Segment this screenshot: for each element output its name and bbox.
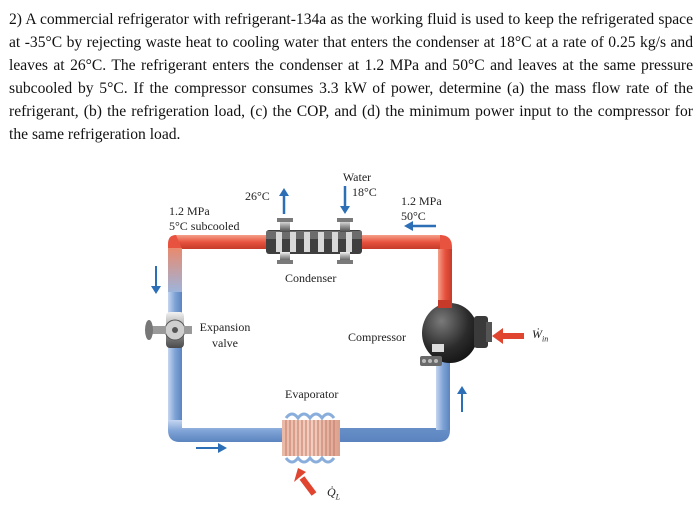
work-in-arrow <box>492 328 524 344</box>
bottom-right-arrow <box>196 443 227 453</box>
right-up-arrow <box>457 386 467 412</box>
evaporator-label: Evaporator <box>285 387 339 401</box>
problem-statement: 2) A commercial refrigerator with refrig… <box>9 11 693 143</box>
condenser-outlet-state: 5°C subcooled <box>169 219 240 233</box>
condenser-label: Condenser <box>285 271 337 285</box>
compressor <box>420 300 492 366</box>
heat-in-arrow <box>294 468 317 496</box>
condenser-inlet-temp: 50°C <box>401 209 426 223</box>
pipe-condenser-outlet <box>168 235 272 294</box>
condenser-inlet-pressure: 1.2 MPa <box>401 194 442 208</box>
condenser-outlet-pressure: 1.2 MPa <box>169 204 210 218</box>
compressor-label: Compressor <box>348 330 406 344</box>
pipe-evaporator-outlet <box>340 360 450 442</box>
refrigerant-in-arrow <box>404 221 436 231</box>
water-in-arrow <box>340 186 350 214</box>
condenser <box>266 218 362 264</box>
pipe-compressor-outlet <box>354 235 452 305</box>
expansion-valve-label-line2: valve <box>212 336 238 350</box>
water-out-temp: 26°C <box>245 189 270 203</box>
water-out-arrow <box>279 188 289 214</box>
expansion-valve-label-line1: Expansion <box>199 320 251 334</box>
evaporator <box>282 412 340 464</box>
left-down-arrow <box>151 266 161 294</box>
heat-in-label: Q̇L <box>327 485 341 502</box>
water-label: Water <box>342 170 372 184</box>
pipe-evaporator-inlet <box>168 420 282 442</box>
expansion-valve <box>145 312 192 348</box>
work-in-label: Ẇin <box>532 327 549 344</box>
pipe-left-vertical <box>168 292 182 422</box>
water-in-temp: 18°C <box>352 185 377 199</box>
